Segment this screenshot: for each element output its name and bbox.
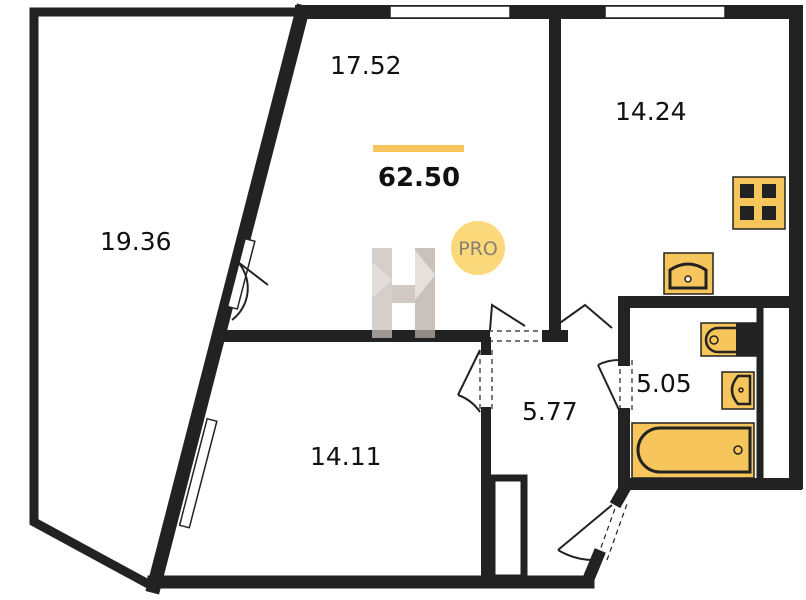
kitchen-sink-icon bbox=[663, 252, 714, 295]
closet bbox=[488, 474, 528, 582]
pro-badge bbox=[451, 221, 505, 275]
window bbox=[178, 417, 218, 529]
diagonal-wall bbox=[145, 3, 311, 595]
entry-wall bbox=[609, 477, 635, 509]
room-area-living: 17.52 bbox=[330, 51, 402, 80]
door-swing bbox=[231, 261, 269, 321]
entry-wall bbox=[580, 548, 606, 588]
room-area-hall: 5.77 bbox=[522, 397, 578, 426]
toilet-icon bbox=[700, 322, 757, 357]
door-swing bbox=[457, 349, 481, 413]
door-swing bbox=[489, 303, 613, 331]
door-opening bbox=[488, 330, 550, 342]
room-area-bathroom: 5.05 bbox=[636, 369, 692, 398]
room-area-kitchen: 14.24 bbox=[615, 97, 687, 126]
total-area: 62.50 bbox=[378, 163, 460, 193]
room-area-loggia: 19.36 bbox=[100, 227, 172, 256]
total-area-bar bbox=[373, 145, 464, 152]
door-opening bbox=[619, 360, 633, 412]
bathtub-icon bbox=[631, 422, 755, 479]
stove-icon bbox=[732, 176, 786, 230]
loggia-outline bbox=[29, 7, 306, 593]
entry-door bbox=[557, 504, 613, 561]
window bbox=[604, 5, 726, 19]
door-opening bbox=[597, 499, 628, 561]
bathroom-sink-icon bbox=[721, 371, 755, 410]
logo-h bbox=[372, 248, 435, 338]
pro-badge-label: PRO bbox=[458, 238, 498, 260]
door-swing bbox=[597, 358, 621, 413]
window bbox=[389, 5, 511, 19]
door-opening bbox=[479, 350, 493, 412]
room-area-bedroom: 14.11 bbox=[310, 442, 382, 471]
